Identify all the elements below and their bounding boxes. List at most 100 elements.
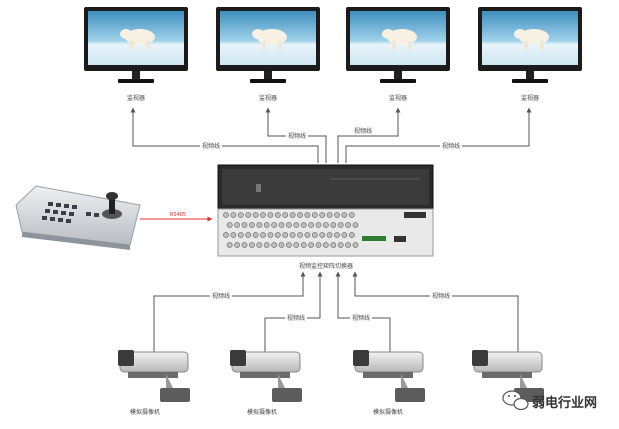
bnc-connector (267, 232, 274, 238)
output-cable-3 (337, 107, 401, 163)
monitor-1 (84, 7, 188, 83)
bnc-connector (260, 232, 266, 238)
control-label: RS485 (170, 212, 186, 218)
camera-label-3: 模拟摄像机 (373, 408, 403, 416)
control-keyboard (15, 185, 141, 250)
bnc-connector (237, 232, 244, 238)
bnc-connector (334, 232, 340, 238)
bnc-connector (315, 242, 322, 248)
bnc-connector (278, 222, 285, 228)
wechat-icon (502, 390, 529, 411)
bnc-connector (337, 242, 344, 248)
bnc-connector (248, 222, 255, 228)
bnc-connector (278, 242, 285, 248)
bnc-connector (245, 212, 252, 218)
bnc-connector (271, 222, 277, 228)
bnc-connector (311, 232, 318, 238)
bnc-connector (297, 212, 303, 218)
watermark: 弱电行业网 (502, 390, 597, 411)
bnc-connector (293, 222, 300, 228)
input-cable-3 (335, 271, 391, 352)
monitor-label-4: 监视器 (521, 94, 539, 102)
bnc-connector (237, 212, 244, 218)
output-cables (130, 107, 532, 163)
cable-label-in-2: 视频线 (287, 314, 305, 322)
cable-label-out-2: 视频线 (288, 132, 306, 140)
bnc-connector (274, 232, 281, 238)
matrix-label: 视频监控矩阵切换器 (299, 262, 353, 270)
camera-group (118, 350, 544, 402)
bnc-connector (326, 232, 333, 238)
bnc-connector (256, 222, 263, 228)
bnc-connector (289, 212, 296, 218)
cable-label-out-3: 视频线 (354, 127, 372, 135)
bnc-connector (308, 222, 314, 228)
bnc-connector (300, 222, 307, 228)
bnc-connector (334, 212, 340, 218)
input-cable-1 (153, 271, 306, 352)
polar-bear-image (252, 29, 287, 50)
bnc-connector (326, 212, 333, 218)
monitor-label-1: 监视器 (127, 94, 145, 102)
monitor-label-2: 监视器 (259, 94, 277, 102)
bnc-connector (267, 212, 274, 218)
input-cable-4 (352, 271, 519, 352)
bnc-connector (345, 222, 351, 228)
bnc-connector (322, 242, 329, 248)
camera-2 (230, 350, 302, 402)
bnc-connector (308, 242, 314, 248)
bnc-connector (263, 242, 270, 248)
monitor-3 (346, 7, 450, 83)
bnc-connector (289, 232, 296, 238)
camera-3 (353, 350, 425, 402)
matrix-switcher (217, 164, 434, 257)
bnc-connector (234, 242, 240, 248)
bnc-connector (274, 212, 281, 218)
monitor-group (84, 7, 582, 83)
bnc-connector (293, 242, 300, 248)
bnc-connector (341, 212, 348, 218)
bnc-connector (252, 232, 259, 238)
input-cables (153, 271, 519, 352)
bnc-connector (348, 212, 355, 218)
cable-label-out-1: 视频线 (202, 142, 220, 150)
cable-label-in-3: 视频线 (352, 314, 370, 322)
polar-bear-image (382, 29, 417, 50)
input-cable-2 (264, 271, 323, 352)
bnc-connector (223, 212, 229, 218)
bnc-connector (234, 222, 240, 228)
bnc-connector (330, 242, 337, 248)
bnc-connector (341, 232, 348, 238)
bnc-connector (345, 242, 351, 248)
bnc-connector-grid (223, 212, 359, 248)
bnc-connector (319, 212, 326, 218)
bnc-connector (230, 232, 237, 238)
camera-label-1: 模拟摄像机 (130, 408, 160, 416)
bnc-connector (330, 222, 337, 228)
bnc-connector (223, 232, 229, 238)
bnc-connector (304, 212, 311, 218)
bnc-connector (311, 212, 318, 218)
output-cable-1 (130, 107, 319, 163)
output-cable-4 (345, 107, 532, 163)
monitor-4 (478, 7, 582, 83)
bnc-connector (245, 232, 252, 238)
polar-bear-image (120, 29, 155, 50)
watermark-text: 弱电行业网 (532, 395, 597, 411)
bnc-connector (304, 232, 311, 238)
bnc-connector (260, 212, 266, 218)
bnc-connector (285, 242, 292, 248)
bnc-connector (241, 222, 248, 228)
bnc-connector (263, 222, 270, 228)
bnc-connector (300, 242, 307, 248)
bnc-connector (348, 232, 355, 238)
bnc-connector (322, 222, 329, 228)
bnc-connector (252, 212, 259, 218)
cable-label-in-4: 视频线 (432, 292, 450, 300)
monitor-label-3: 监视器 (389, 94, 407, 102)
bnc-connector (352, 242, 359, 248)
bnc-connector (285, 222, 292, 228)
camera-label-2: 模拟摄像机 (247, 408, 277, 416)
bnc-connector (256, 242, 263, 248)
